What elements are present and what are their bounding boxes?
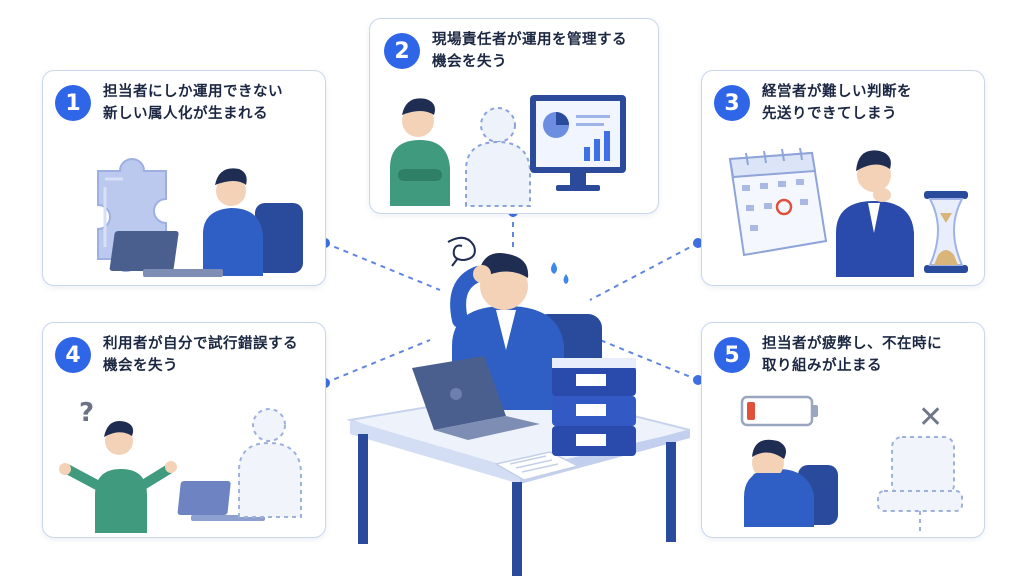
card-2: 2 現場責任者が運用を管理する 機会を失う xyxy=(369,18,659,214)
card-title-line1: 現場責任者が運用を管理する xyxy=(432,32,627,48)
card-4: 4 利用者が自分で試行錯誤する 機会を失う ? xyxy=(42,322,326,538)
card-title: 現場責任者が運用を管理する 機会を失う xyxy=(432,29,627,74)
card-3: 3 経営者が難しい判断を 先送りできてしまう xyxy=(701,70,985,286)
connector-5 xyxy=(599,339,699,381)
empty-chair-icon xyxy=(877,436,963,531)
card-title: 担当者が疲弊し、不在時に 取り組みが止まる xyxy=(762,333,942,378)
connector-dot-3 xyxy=(693,238,703,248)
card-title-line2: 取り組みが止まる xyxy=(762,358,882,375)
desk-icon xyxy=(346,388,690,576)
laptop-icon xyxy=(412,356,540,440)
card-5: 5 担当者が疲弊し、不在時に 取り組みが止まる ✕ xyxy=(701,322,985,538)
illustration-executive-delay xyxy=(728,147,968,277)
connector-dot-5 xyxy=(693,375,703,385)
card-number-badge: 3 xyxy=(714,85,750,121)
card-title: 担当者にしか運用できない 新しい属人化が生まれる xyxy=(103,81,283,126)
binders-icon xyxy=(552,358,636,456)
connector-4 xyxy=(324,339,431,384)
card-title-line1: 利用者が自分で試行錯誤する xyxy=(103,336,298,352)
illustration-puzzle-worker xyxy=(97,158,303,277)
connector-1 xyxy=(324,242,441,291)
card-number-badge: 2 xyxy=(384,33,420,69)
card-title-line1: 経営者が難しい判断を xyxy=(762,84,912,100)
central-illustration-stressed-worker xyxy=(346,236,690,576)
question-mark-icon: ? xyxy=(79,398,94,428)
papers-icon xyxy=(493,451,581,481)
illustration-manager-monitor xyxy=(390,95,626,207)
card-title-line1: 担当者が疲弊し、不在時に xyxy=(762,336,942,352)
absent-person-icon xyxy=(238,408,302,518)
manager-person-icon xyxy=(390,98,450,206)
exhausted-person-icon xyxy=(744,439,838,527)
card-number-badge: 1 xyxy=(55,85,91,121)
monitor-icon xyxy=(530,95,626,191)
card-title-line2: 先送りできてしまう xyxy=(762,106,897,123)
illustration-exhausted-staff: ✕ xyxy=(740,395,963,531)
calendar-icon xyxy=(728,147,828,257)
absent-person-icon xyxy=(465,107,531,207)
chair-icon xyxy=(255,203,303,273)
laptop-icon xyxy=(109,231,223,277)
card-title: 経営者が難しい判断を 先送りできてしまう xyxy=(762,81,912,126)
card-title-line1: 担当者にしか運用できない xyxy=(103,84,283,100)
close-icon: ✕ xyxy=(918,400,943,435)
battery-low-icon xyxy=(740,395,818,427)
card-title-line2: 機会を失う xyxy=(432,54,507,71)
executive-person-icon xyxy=(836,150,914,277)
connector-3 xyxy=(589,242,699,301)
calendar-mark xyxy=(775,198,793,216)
hourglass-icon xyxy=(924,191,968,273)
illustration-confused-user: ? xyxy=(59,398,302,533)
card-number-badge: 4 xyxy=(55,337,91,373)
user-person-icon xyxy=(59,421,177,533)
card-title-line2: 新しい属人化が生まれる xyxy=(103,106,268,123)
card-1: 1 担当者にしか運用できない 新しい属人化が生まれる xyxy=(42,70,326,286)
sweat-drop-icon xyxy=(551,262,569,284)
card-number-badge: 5 xyxy=(714,337,750,373)
card-title: 利用者が自分で試行錯誤する 機会を失う xyxy=(103,333,298,378)
stress-swirl-icon xyxy=(447,236,476,267)
card-title-line2: 機会を失う xyxy=(103,358,178,375)
worker-person-icon xyxy=(203,168,263,276)
